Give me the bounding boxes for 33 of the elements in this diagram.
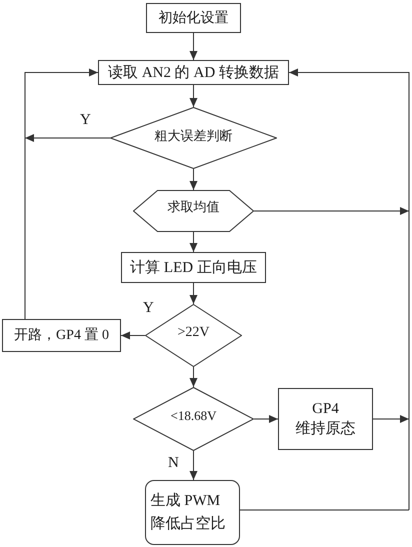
box-text: 计算 LED 正向电压 [130, 258, 257, 276]
arrow [190, 366, 198, 388]
box-text: >22V [177, 324, 210, 341]
box-text: 读取 AN2 的 AD 转换数据 [108, 64, 279, 82]
arrow [190, 84, 198, 108]
connector-line [408, 210, 410, 510]
decision-diamond [145, 304, 242, 367]
process-box [2, 319, 121, 352]
arrow [190, 32, 198, 60]
process-box [121, 252, 266, 283]
arrow [372, 415, 410, 423]
arrow [190, 450, 198, 480]
process-box [146, 3, 241, 33]
terminal-box [145, 480, 240, 545]
box-text: 开路，GP4 置 0 [14, 327, 109, 344]
decision-diamond [133, 387, 254, 451]
process-box [278, 388, 373, 450]
arrow [190, 282, 198, 304]
box-text: <18.68V [170, 408, 216, 424]
box-text: 求取均值 [168, 200, 220, 216]
preparation-hexagon [133, 190, 254, 232]
arrow [190, 232, 198, 252]
arrow [254, 207, 410, 215]
arrow [288, 68, 410, 212]
box-text: 粗大误差判断 [154, 128, 232, 144]
decision-diamond [110, 107, 277, 169]
arrow [120, 332, 146, 340]
process-box [98, 60, 289, 85]
arrow [190, 168, 198, 190]
box-text: GP4 维持原态 [294, 400, 356, 439]
arrow [254, 415, 278, 423]
box-text: 生成 PWM 降低占空比 [150, 492, 226, 534]
box-text: 初始化设置 [158, 10, 228, 26]
